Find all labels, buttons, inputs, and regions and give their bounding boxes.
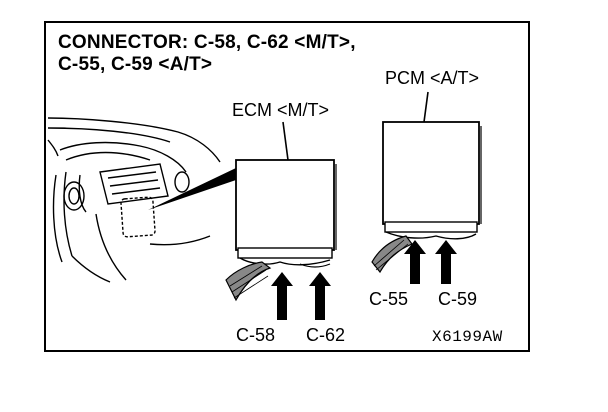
pcm-module-drawing: [371, 91, 482, 274]
arrow-c62-icon: [309, 272, 331, 320]
connector-label-c59: C-59: [438, 289, 478, 309]
ecm-module-drawing: [225, 121, 337, 302]
arrow-c55-icon: [404, 240, 426, 284]
connector-arrows: [271, 240, 457, 320]
pointer-wedge: [148, 168, 236, 210]
diagram-title-line-2: C-55, C-59 <A/T>: [58, 54, 213, 75]
connector-label-c58: C-58: [236, 325, 276, 345]
arrow-c59-icon: [435, 240, 457, 284]
connector-label-c55: C-55: [369, 289, 409, 309]
arrow-c58-icon: [271, 272, 293, 320]
figure-code: X6199AW: [432, 328, 503, 346]
ecm-label: ECM <M/T>: [232, 100, 330, 120]
dashboard-drawing: [47, 117, 221, 283]
connector-label-c62: C-62: [306, 325, 346, 345]
diagram-title-line-1: CONNECTOR: C-58, C-62 <M/T>,: [58, 32, 356, 53]
pcm-label: PCM <A/T>: [385, 68, 480, 88]
